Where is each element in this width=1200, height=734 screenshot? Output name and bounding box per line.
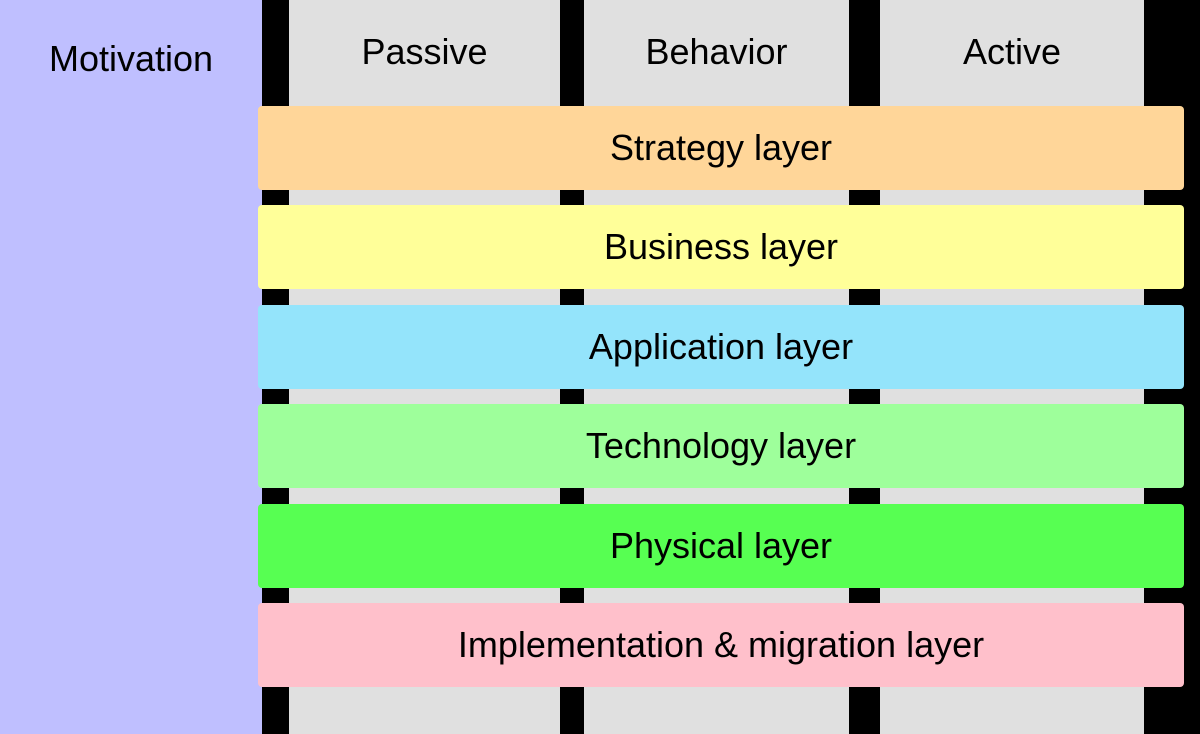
motivation-column: Motivation xyxy=(0,0,262,734)
strategy-layer: Strategy layer xyxy=(258,106,1184,190)
technology-layer: Technology layer xyxy=(258,404,1184,488)
application-layer: Application layer xyxy=(258,305,1184,389)
physical-layer: Physical layer xyxy=(258,504,1184,588)
business-layer-label: Business layer xyxy=(603,226,839,267)
technology-layer-label: Technology layer xyxy=(585,425,857,466)
physical-layer-label: Physical layer xyxy=(609,525,833,566)
behavior-label: Behavior xyxy=(645,31,788,72)
application-layer-label: Application layer xyxy=(588,326,854,367)
business-layer: Business layer xyxy=(258,205,1184,289)
implementation-migration-layer: Implementation & migration layer xyxy=(258,603,1184,687)
implementation-migration-layer-label: Implementation & migration layer xyxy=(457,624,985,665)
motivation-label: Motivation xyxy=(48,38,214,79)
strategy-layer-label: Strategy layer xyxy=(609,127,833,168)
passive-label: Passive xyxy=(361,31,488,72)
active-label: Active xyxy=(962,31,1062,72)
